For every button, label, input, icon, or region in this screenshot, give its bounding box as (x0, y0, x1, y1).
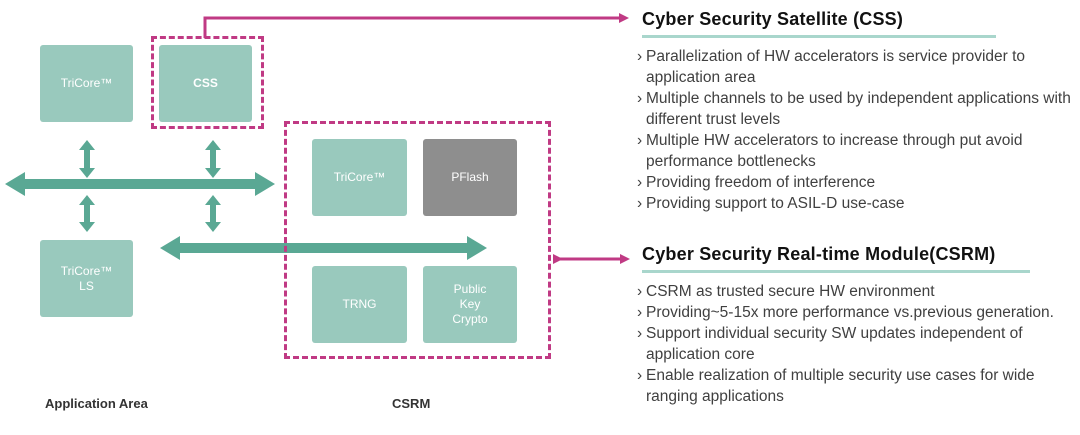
css-dashed-boundary (151, 36, 264, 129)
tricore-ls-bus-vertical-arrow (79, 195, 95, 232)
application-bus-arrow (5, 172, 275, 196)
list-item: ›Providing~5-15x more performance vs.pre… (637, 304, 1054, 321)
bus-csrm-vertical-arrow (205, 195, 221, 232)
tricore-ls-block: TriCore™ LS (40, 240, 133, 317)
public-key-crypto-block: Public Key Crypto (423, 266, 517, 343)
css-bullet-list: ›Parallelization of HW accelerators is s… (634, 46, 1074, 214)
css-section-title: Cyber Security Satellite (CSS) (642, 9, 904, 29)
list-item: ›Support individual security SW updates … (637, 325, 1023, 363)
list-item: ›Enable realization of multiple security… (637, 367, 1035, 405)
css-title-underline (642, 35, 996, 38)
list-item: ›Providing freedom of interference (637, 174, 876, 191)
css-bus-vertical-arrow (205, 140, 221, 178)
tricore-bus-vertical-arrow (79, 140, 95, 178)
csrm-bullet-list: ›CSRM as trusted secure HW environment ›… (634, 281, 1054, 407)
trng-block: TRNG (312, 266, 407, 343)
pflash-block: PFlash (423, 139, 517, 216)
css-block: CSS (159, 45, 252, 122)
list-item: ›CSRM as trusted secure HW environment (637, 283, 935, 300)
csrm-dashed-boundary (284, 121, 551, 359)
css-connector-arrow (203, 13, 629, 38)
tricore-app-block: TriCore™ (40, 45, 133, 122)
list-item: ›Multiple channels to be used by indepen… (637, 90, 1071, 128)
list-item: ›Parallelization of HW accelerators is s… (637, 48, 1026, 86)
csrm-bus-arrow (160, 236, 487, 260)
csrm-section-title: Cyber Security Real-time Module(CSRM) (642, 244, 996, 264)
application-area-label: Application Area (45, 396, 148, 411)
csrm-tricore-block: TriCore™ (312, 139, 407, 216)
csrm-area-label: CSRM (392, 396, 431, 411)
list-item: ›Multiple HW accelerators to increase th… (637, 132, 1023, 170)
list-item: ›Providing support to ASIL-D use-case (637, 195, 905, 212)
csrm-title-underline (642, 270, 1030, 273)
